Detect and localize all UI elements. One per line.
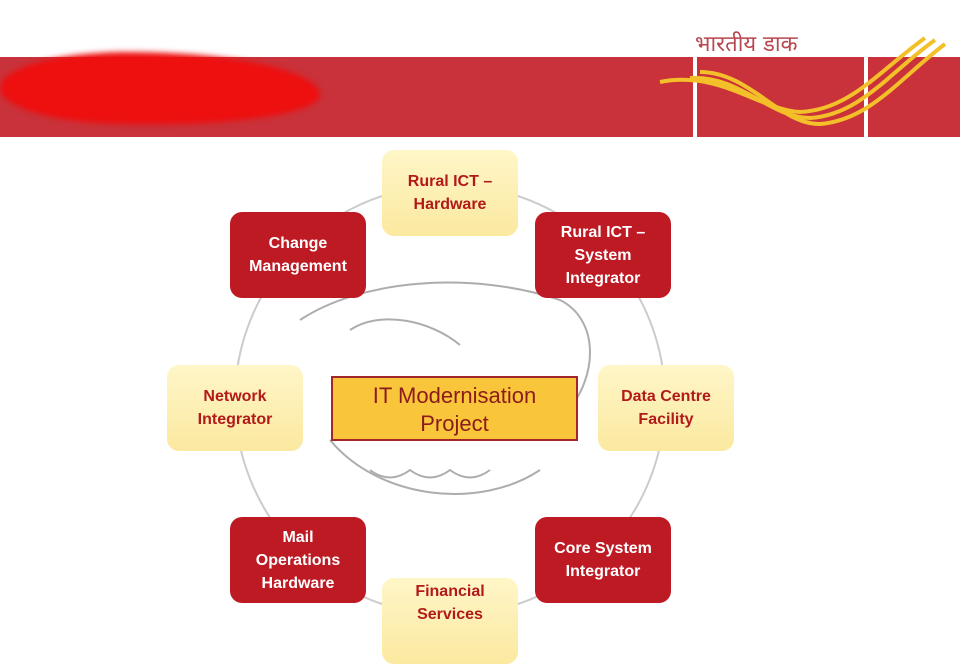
cycle-ring — [234, 184, 666, 616]
divider — [693, 57, 697, 137]
india-post-logo-text: भारतीय डाक — [695, 32, 798, 57]
india-post-logo-icon — [659, 36, 947, 127]
node-rural-ict-hardware: Rural ICT –Hardware — [382, 150, 518, 236]
